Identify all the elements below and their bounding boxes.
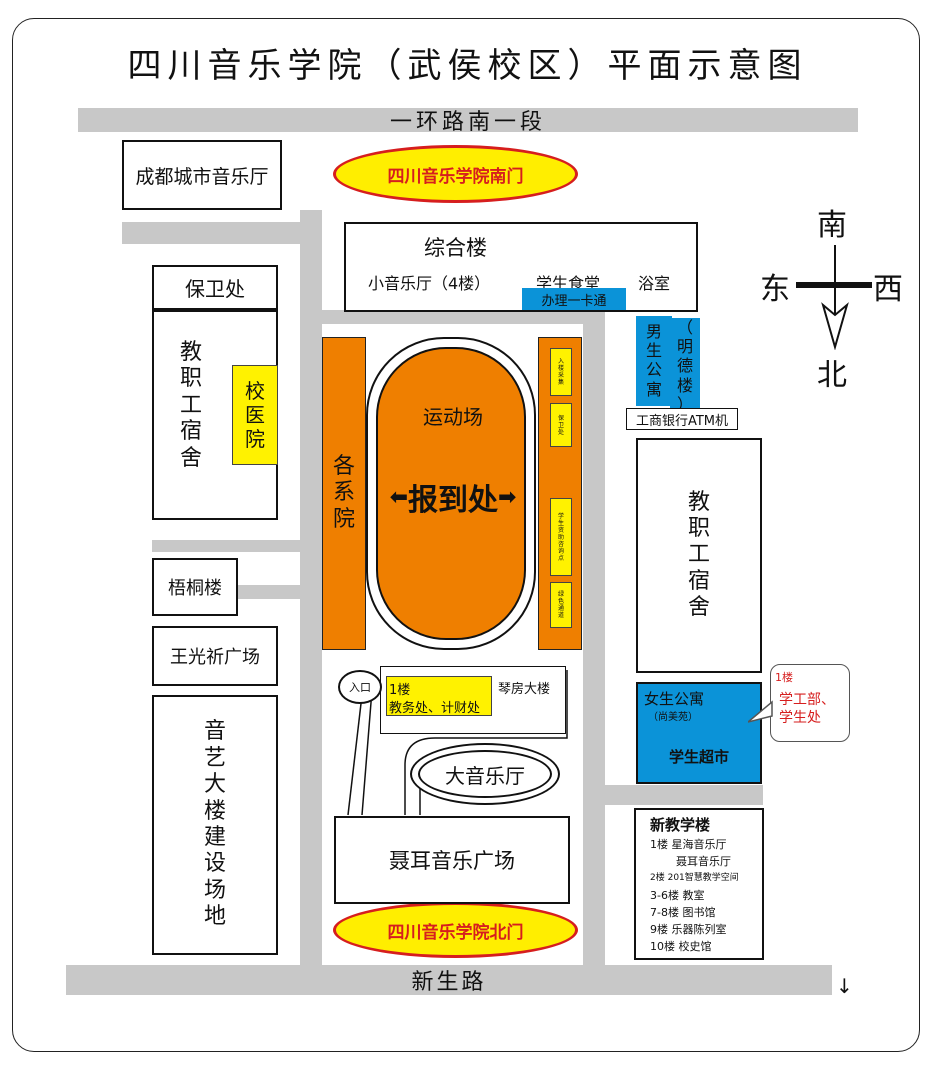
teaching-line-2: 聂耳音乐厅	[676, 855, 731, 868]
left-arrow-icon: ⬅	[389, 484, 408, 510]
callout-floor: 1楼	[775, 671, 793, 684]
compass-arrow-icon	[821, 245, 849, 350]
nieer-music-square: 聂耳音乐广场	[334, 816, 570, 904]
south-road: 新生路	[66, 965, 832, 995]
compass-left-label: 东	[760, 272, 790, 307]
shangmei-label: （尚美苑）	[648, 712, 698, 723]
callout-text: 学工部、学生处	[779, 692, 835, 726]
middle-west-road	[152, 540, 302, 552]
academic-finance-offices: 1楼 教务处、计财处	[386, 676, 492, 716]
offices-label: 教务处、计财处	[389, 701, 481, 716]
west-spine-road	[300, 210, 322, 970]
north-road: 一环路南一段	[78, 108, 858, 135]
zonghe-building: 综合楼 小音乐厅（4楼） 学生食堂 浴室 办理一卡通	[344, 222, 698, 312]
callout-bubble: 1楼 学工部、学生处	[770, 664, 850, 742]
south-gate: 四川音乐学院南门	[333, 145, 578, 203]
east-branch-road	[605, 785, 763, 805]
booth-security: 保卫处	[550, 403, 572, 447]
booth-financial-aid: 学生资助咨询点	[550, 498, 572, 576]
teaching-line-4: 3-6楼 教室	[650, 889, 705, 902]
teaching-line-7: 10楼 校史馆	[650, 940, 712, 953]
chengdu-concert-hall: 成都城市音乐厅	[122, 140, 282, 210]
west-branch-road	[122, 222, 302, 244]
wangguangqi-square: 王光祈广场	[152, 626, 278, 686]
staff-dorm-west-label: 教职工宿舍	[179, 340, 202, 471]
compass-bottom-label: 北	[817, 358, 847, 393]
piano-building-label: 琴房大楼	[498, 682, 551, 697]
female-dorm: 女生公寓 （尚美苑） 学生超市	[636, 682, 762, 784]
male-dorm	[636, 316, 672, 406]
playground: 运动场 ⬅报到处➡	[376, 347, 526, 640]
new-teaching-building: 新教学楼 1楼 星海音乐厅 聂耳音乐厅 2楼 201智慧教学空间 3-6楼 教室…	[634, 808, 764, 960]
callout-pointer-icon	[748, 700, 773, 723]
departments-building: 各系院	[322, 337, 366, 650]
right-arrow-icon: ➡	[498, 484, 517, 510]
compass: 南 东 西 北	[760, 200, 910, 393]
female-dorm-label: 女生公寓	[644, 690, 705, 708]
teaching-line-5: 7-8楼 图书馆	[650, 906, 716, 919]
staff-dorm-east: 教职工宿舍	[636, 438, 762, 673]
checkin-point: ⬅报到处➡	[389, 483, 517, 518]
teaching-line-3: 2楼 201智慧教学空间	[650, 873, 739, 883]
piano-floor-label: 1楼	[389, 683, 411, 698]
zonghe-hall: 小音乐厅（4楼）	[368, 274, 491, 293]
security-office: 保卫处	[152, 265, 278, 310]
north-gate: 四川音乐学院北门	[333, 902, 578, 958]
mingde-building-label: （明德楼）	[670, 318, 700, 414]
grand-concert-hall: 大音乐厅	[418, 750, 552, 798]
compass-right-label: 西	[873, 272, 903, 307]
booth-data-collection: 入楼采集	[550, 348, 572, 396]
school-clinic: 校医院	[232, 365, 278, 465]
map-frame	[12, 18, 920, 1052]
student-market: 学生超市	[668, 748, 729, 766]
booth-column: 入楼采集 保卫处 学生资助咨询点 绿色通道	[538, 337, 582, 650]
wutong-building: 梧桐楼	[152, 558, 238, 616]
icbc-atm: 工商银行ATM机	[626, 408, 738, 430]
teaching-title: 新教学楼	[650, 816, 711, 834]
map-title: 四川音乐学院（武侯校区）平面示意图	[127, 46, 808, 86]
booth-green-channel: 绿色通道	[550, 582, 572, 628]
wutong-road	[238, 585, 302, 599]
zonghe-name: 综合楼	[424, 236, 487, 260]
east-spine-road	[583, 310, 605, 970]
teaching-line-1: 1楼 星海音乐厅	[650, 838, 727, 851]
male-dorm-label: 男生公寓	[645, 322, 662, 399]
zonghe-south-road	[322, 310, 584, 324]
card-office: 办理一卡通	[522, 288, 626, 310]
yinyi-construction-site: 音艺大楼建设场地	[152, 695, 278, 955]
compass-top-label: 南	[817, 208, 847, 243]
staff-dorm-west: 教职工宿舍 校医院	[152, 310, 278, 520]
zonghe-bath: 浴室	[638, 274, 671, 293]
entrance-marker: 入口	[338, 670, 382, 704]
playground-label: 运动场	[423, 405, 483, 429]
teaching-line-6: 9楼 乐器陈列室	[650, 923, 727, 936]
exit-arrow-icon: ↓	[836, 974, 853, 998]
